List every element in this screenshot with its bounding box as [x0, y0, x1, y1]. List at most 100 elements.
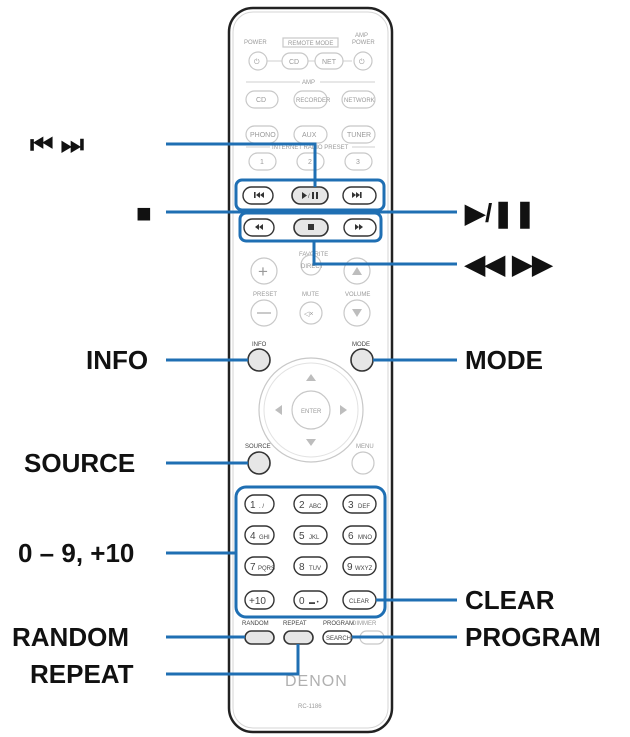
power-button[interactable]	[248, 51, 268, 71]
amp-power-label-2: POWER	[352, 40, 375, 46]
recorder-label: RECORDER	[296, 98, 331, 104]
volume-up-icon	[352, 267, 362, 275]
key-5-digit: 5	[299, 531, 305, 542]
skip-leader-line	[166, 142, 317, 187]
source-button[interactable]	[247, 451, 271, 475]
remote-mode-frame	[282, 37, 339, 48]
key-4-letters: GHI	[259, 535, 270, 541]
key-8-digit: 8	[299, 562, 305, 573]
nav-down-icon	[306, 439, 316, 446]
info-key-label: INFO	[252, 342, 267, 348]
key-3[interactable]	[342, 494, 377, 514]
repeat-leader-line	[166, 644, 300, 676]
key-5-letters: JKL	[309, 535, 320, 541]
key-1[interactable]	[244, 494, 275, 514]
random-callout-label: RANDOM	[12, 622, 129, 652]
repeat-callout-label: REPEAT	[30, 659, 134, 689]
aux-label: AUX	[302, 132, 317, 139]
mode-button[interactable]	[350, 348, 374, 372]
info-callout-label: INFO	[86, 345, 148, 375]
play-pause-button[interactable]	[291, 186, 329, 205]
key-3-letters: DEF	[358, 504, 370, 510]
preset-2-label: 2	[308, 159, 312, 166]
preset-1-label: 1	[260, 159, 264, 166]
cd-input-label: CD	[256, 97, 266, 104]
mute-icon: ◁×	[304, 311, 313, 318]
amp-power-icon: ⏻	[359, 58, 365, 66]
recorder-button[interactable]	[293, 90, 328, 109]
key-3-digit: 3	[348, 500, 354, 511]
key-6[interactable]	[342, 525, 377, 545]
volume-down-icon	[352, 309, 362, 317]
phono-label: PHONO	[250, 132, 276, 139]
dimmer-label: DIMMER	[352, 621, 377, 627]
random-key-label: RANDOM	[242, 621, 269, 627]
search-leader-line	[312, 241, 457, 266]
random-button[interactable]	[244, 630, 275, 645]
nav-right-icon	[340, 405, 347, 415]
numbers-callout-label: 0 – 9, +10	[18, 538, 134, 568]
mute-button[interactable]	[299, 301, 323, 325]
internet-radio-preset-label: INTERNET RADIO PRESET	[272, 145, 349, 151]
program-key-label: PROGRAM	[323, 621, 354, 627]
key-7[interactable]	[244, 556, 275, 576]
key-2[interactable]	[293, 494, 328, 514]
remote-mode-label: REMOTE MODE	[288, 41, 333, 47]
preset-label: PRESET	[253, 292, 277, 298]
key-8-letters: TUV	[309, 566, 321, 572]
key-8[interactable]	[293, 556, 328, 576]
search-callout-label: ◀◀ ▶▶	[464, 249, 553, 279]
enter-button[interactable]	[291, 390, 331, 430]
preset-plus-button[interactable]	[250, 257, 278, 285]
playpause-callout-label: ▶/❚❚	[464, 198, 536, 229]
amp-power-button[interactable]	[353, 51, 373, 71]
key-4-digit: 4	[250, 531, 256, 542]
key-9-letters: WXYZ	[355, 566, 373, 572]
nav-up-icon	[306, 374, 316, 381]
key-plus10[interactable]	[244, 590, 275, 610]
key-plus10-label: +10	[249, 596, 266, 607]
model-number: RC-1186	[298, 704, 322, 710]
key-6-letters: MNO	[358, 535, 372, 541]
fast-forward-icon	[355, 224, 359, 230]
preset-3-button[interactable]	[344, 152, 373, 171]
enter-label: ENTER	[301, 409, 322, 415]
program-callout-label: PROGRAM	[465, 622, 601, 652]
key-0-symbols: ▬ •	[309, 600, 319, 606]
cd-mode-button[interactable]	[281, 52, 309, 70]
network-button[interactable]	[341, 90, 376, 109]
mode-key-label: MODE	[352, 342, 370, 348]
preset-1-button[interactable]	[248, 152, 277, 171]
repeat-button[interactable]	[283, 630, 314, 645]
rewind-icon	[255, 224, 259, 230]
info-button[interactable]	[247, 348, 271, 372]
key-0[interactable]	[293, 590, 328, 610]
skip-forward-icon	[352, 192, 356, 198]
key-7-letters: PQRS	[258, 566, 275, 572]
mute-label: MUTE	[302, 292, 319, 298]
skip-forward-button[interactable]	[342, 186, 377, 205]
key-4[interactable]	[244, 525, 275, 545]
preset-2-button[interactable]	[296, 152, 325, 171]
clear-key-label: CLEAR	[349, 599, 370, 605]
volume-label: VOLUME	[345, 292, 370, 298]
menu-button[interactable]	[351, 451, 375, 475]
key-9[interactable]	[342, 556, 377, 576]
repeat-key-label: REPEAT	[283, 621, 307, 627]
cd-mode-label: CD	[289, 59, 299, 66]
key-7-digit: 7	[250, 562, 256, 573]
skip-callout-label: ⏮ ⏭	[30, 129, 85, 159]
tuner-button[interactable]	[341, 125, 376, 144]
number-keys: 1 . / 2 ABC 3 DEF 4 GHI 5 JKL 6 MNO 7 PQ…	[244, 494, 377, 610]
network-label: NETWORK	[344, 98, 375, 104]
preset-3-label: 3	[356, 159, 360, 166]
key-5[interactable]	[293, 525, 328, 545]
nav-left-icon	[275, 405, 282, 415]
mode-callout-label: MODE	[465, 345, 543, 375]
key-6-digit: 6	[348, 531, 354, 542]
amp-power-label-1: AMP	[355, 33, 368, 39]
net-mode-button[interactable]	[314, 52, 344, 70]
cd-input-button[interactable]	[245, 90, 279, 109]
power-label: POWER	[244, 40, 267, 46]
